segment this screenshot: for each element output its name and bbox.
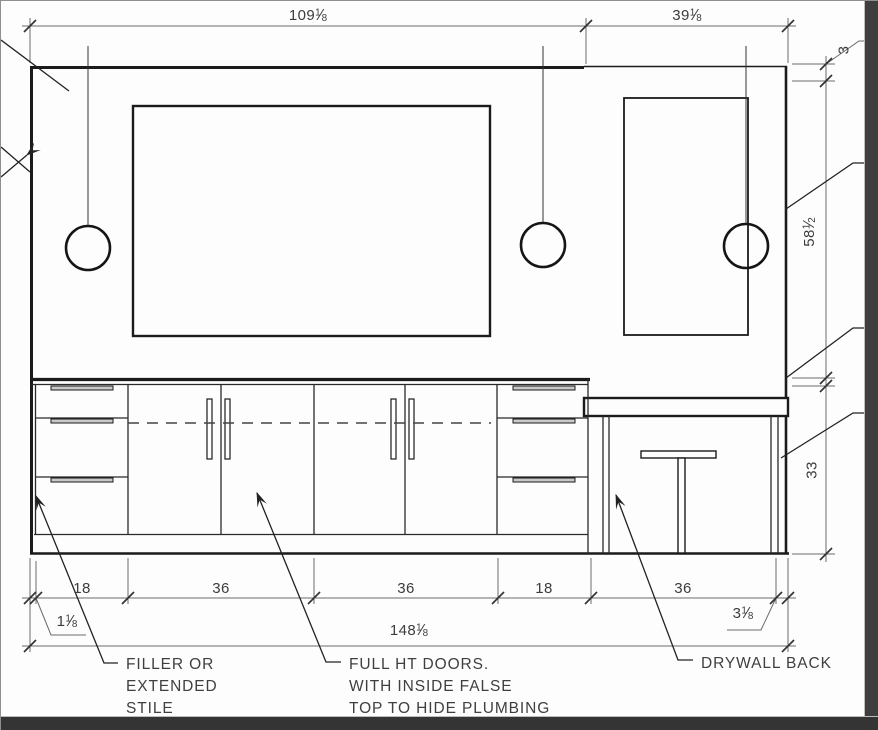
- note-leaders: [1, 39, 872, 664]
- sconce-left: [64, 224, 112, 272]
- drawer-pull: [512, 385, 576, 391]
- tall-cabinet: [623, 97, 749, 336]
- note-filler: FILLER OR EXTENDED STILE: [126, 656, 218, 717]
- note-full-ht-doors: FULL HT DOORS. WITH INSIDE FALSE TOP TO …: [349, 656, 551, 717]
- drawer-pull: [50, 477, 114, 483]
- dim-segment-5: 36: [674, 580, 692, 597]
- door-handle: [206, 398, 213, 460]
- countertops: [30, 377, 790, 418]
- knee-space: [602, 416, 779, 554]
- leader-cut-left: [1, 146, 31, 173]
- dim-width-left: 1091⁄8: [288, 7, 328, 24]
- leader-drywall: [615, 493, 693, 661]
- dim-filler: 11⁄8: [56, 613, 78, 630]
- dim-width-right: 391⁄8: [672, 7, 702, 24]
- sconce-middle: [519, 221, 567, 269]
- leader-full-ht-doors: [256, 491, 341, 663]
- drawer-pull: [512, 477, 576, 483]
- leader-elbow-right-3: [780, 412, 869, 459]
- leader-filler: [35, 494, 118, 664]
- drawer-pull: [50, 385, 114, 391]
- drawer-pull: [50, 418, 114, 424]
- dim-segment-3: 36: [397, 580, 415, 597]
- door-handle: [224, 398, 231, 460]
- door-handle: [390, 398, 397, 460]
- pedestal-top: [640, 450, 717, 459]
- wall-outline: [30, 65, 789, 555]
- base-cabinets: [31, 379, 589, 554]
- dimension-lines: [22, 18, 876, 652]
- dim-scribe: 31⁄8: [732, 605, 754, 622]
- dim-lower-height: 33: [803, 461, 821, 479]
- jog-filler-dim: [35, 597, 86, 636]
- dim-segment-2: 36: [212, 580, 230, 597]
- leader-cut-top-left: [1, 39, 70, 92]
- mirror: [131, 104, 492, 338]
- dim-segment-1: 18: [73, 580, 91, 597]
- dim-upper-height: 581⁄2: [801, 217, 818, 247]
- dim-overall: 1481⁄8: [389, 622, 429, 639]
- sconces: [64, 46, 770, 272]
- dimension-ticks: [23, 19, 833, 653]
- door-handle: [408, 398, 415, 460]
- dim-segment-4: 18: [535, 580, 553, 597]
- jog-scribe-dim: [727, 597, 777, 631]
- dim-top-reveal: 3: [835, 45, 853, 55]
- pedestal-stem: [677, 457, 686, 554]
- page-edge-right: [864, 1, 878, 730]
- drawer-pull: [512, 418, 576, 424]
- leader-cut-left-arrow: [1, 142, 41, 178]
- page-edge-bottom: [1, 716, 878, 730]
- counter-knee-space: [582, 396, 790, 418]
- leader-elbow-right-2: [785, 327, 872, 379]
- sconce-right: [722, 222, 770, 270]
- leader-elbow-right-1: [785, 162, 872, 210]
- note-drywall: DRYWALL BACK: [701, 655, 832, 672]
